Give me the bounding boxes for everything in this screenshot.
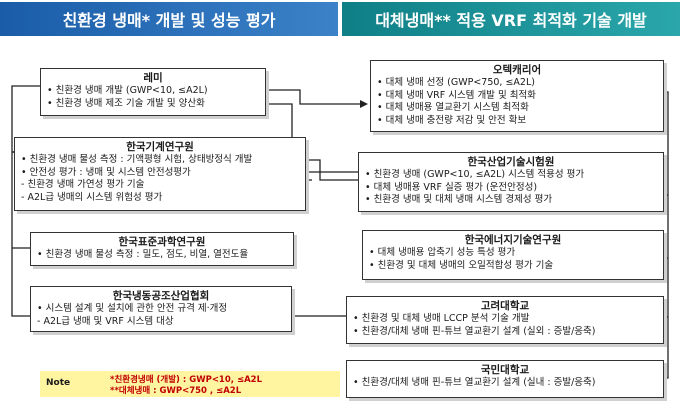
- box-line: • 친환경 냉매 물성 측정 : 밀도, 점도, 비열, 열전도율: [37, 249, 249, 260]
- box-line: • 친환경/대체 냉매 핀-튜브 열교환기 설계 (실외 : 증발/응축): [353, 325, 596, 337]
- box-title: 한국표준과학연구원: [118, 236, 206, 248]
- box-line: • 대체 냉매용 열교환기 시스템 최적화: [377, 102, 529, 113]
- box-title: 고려대학교: [480, 300, 530, 312]
- box-title: 오텍캐리어: [492, 64, 542, 76]
- box-line: • 친환경 냉매 제조 기술 개발 및 양산화: [47, 97, 205, 109]
- box-korea-univ: 고려대학교 • 친환경 및 대체 냉매 LCCP 분석 기술 개발 • 친환경/…: [346, 296, 664, 344]
- note-box: Note *친환경냉매 (개발) : GWP<10, ≤A2L **대체냉매 :…: [40, 371, 340, 397]
- box-kriss: 한국표준과학연구원 • 친환경 냉매 물성 측정 : 밀도, 점도, 비열, 열…: [30, 232, 294, 266]
- box-remi: 레미 • 친환경 냉매 개발 (GWP<10, ≤A2L) • 친환경 냉매 제…: [40, 68, 266, 116]
- connector-right-spine: [660, 91, 669, 379]
- box-kraa: 한국냉동공조산업협회 • 시스템 설계 및 설치에 관한 안전 규격 제·개정 …: [30, 286, 292, 332]
- note-line-1: *친환경냉매 (개발) : GWP<10, ≤A2L: [110, 375, 262, 385]
- box-line: - A2L급 냉매 및 VRF 시스템 대상: [37, 315, 174, 327]
- box-line: • 안전성 평가 : 냉매 및 시스템 안전성평가: [21, 166, 191, 178]
- box-title: 한국산업기술시험원: [467, 156, 555, 168]
- box-line: • 대체 냉매용 압축기 성능 특성 평가: [369, 247, 516, 258]
- box-kimm: 한국기계연구원 • 친환경 냉매 물성 측정 : 기액평형 시험, 상태방정식 …: [14, 137, 306, 211]
- box-line: • 친환경 냉매 물성 측정 : 기액평형 시험, 상태방정식 개발: [21, 154, 253, 165]
- box-title: 한국기계연구원: [126, 141, 194, 153]
- box-title: 레미: [143, 72, 163, 84]
- box-line: - 친환경 냉매 가연성 평가 기술: [21, 179, 145, 190]
- box-title: 한국냉동공조산업협회: [112, 290, 210, 302]
- header-right-text: 대체냉매** 적용 VRF 최적화 기술 개발: [375, 11, 647, 30]
- box-kier: 한국에너지기술연구원 • 대체 냉매용 압축기 성능 특성 평가 • 친환경 및…: [362, 230, 664, 280]
- box-line: • 친환경/대체 냉매 핀-튜브 열교환기 설계 (실내 : 증발/응축): [353, 377, 596, 388]
- header-left: 친환경 냉매* 개발 및 성능 평가: [0, 2, 338, 36]
- connector-kimm-ktl: [304, 159, 358, 181]
- box-line: • 친환경 및 대체 냉매의 오일적합성 평가 기술: [369, 259, 554, 271]
- box-title: 국민대학교: [480, 364, 530, 376]
- arrowhead-otek: [360, 100, 368, 108]
- header-right: 대체냉매** 적용 VRF 최적화 기술 개발: [342, 2, 680, 36]
- box-line: • 친환경 및 대체 냉매 LCCP 분석 기술 개발: [353, 313, 530, 324]
- box-line: • 친환경 냉매 (GWP<10, ≤A2L) 시스템 적용성 평가: [365, 169, 585, 180]
- box-line: • 시스템 설계 및 설치에 관한 안전 규격 제·개정: [37, 303, 228, 314]
- box-kookmin-univ: 국민대학교 • 친환경/대체 냉매 핀-튜브 열교환기 설계 (실내 : 증발/…: [346, 360, 664, 398]
- box-ktl: 한국산업기술시험원 • 친환경 냉매 (GWP<10, ≤A2L) 시스템 적용…: [358, 152, 664, 212]
- connector-remi-otek: [264, 89, 360, 105]
- header-left-text: 친환경 냉매* 개발 및 성능 평가: [62, 11, 276, 30]
- box-line: • 대체 냉매 선정 (GWP<750, ≤A2L): [377, 77, 535, 88]
- box-otek: 오텍캐리어 • 대체 냉매 선정 (GWP<750, ≤A2L) • 대체 냉매…: [370, 60, 664, 132]
- box-line: • 대체 냉매용 VRF 실증 평가 (운전안정성): [365, 181, 538, 193]
- box-line: • 친환경 냉매 개발 (GWP<10, ≤A2L): [47, 85, 208, 96]
- box-line: - A2L급 냉매의 시스템 위험성 평가: [21, 191, 163, 203]
- box-line: • 대체 냉매 충전량 저감 및 안전 확보: [377, 114, 527, 126]
- box-line: • 친환경 냉매 및 대체 냉매 시스템 경제성 평가: [365, 194, 553, 205]
- note-label: Note: [46, 378, 71, 388]
- box-title: 한국에너지기술연구원: [464, 234, 562, 246]
- box-line: • 대체 냉매 VRF 시스템 개발 및 최적화: [377, 89, 536, 101]
- note-line-2: **대체냉매 : GWP<750 , ≤A2L: [110, 386, 242, 396]
